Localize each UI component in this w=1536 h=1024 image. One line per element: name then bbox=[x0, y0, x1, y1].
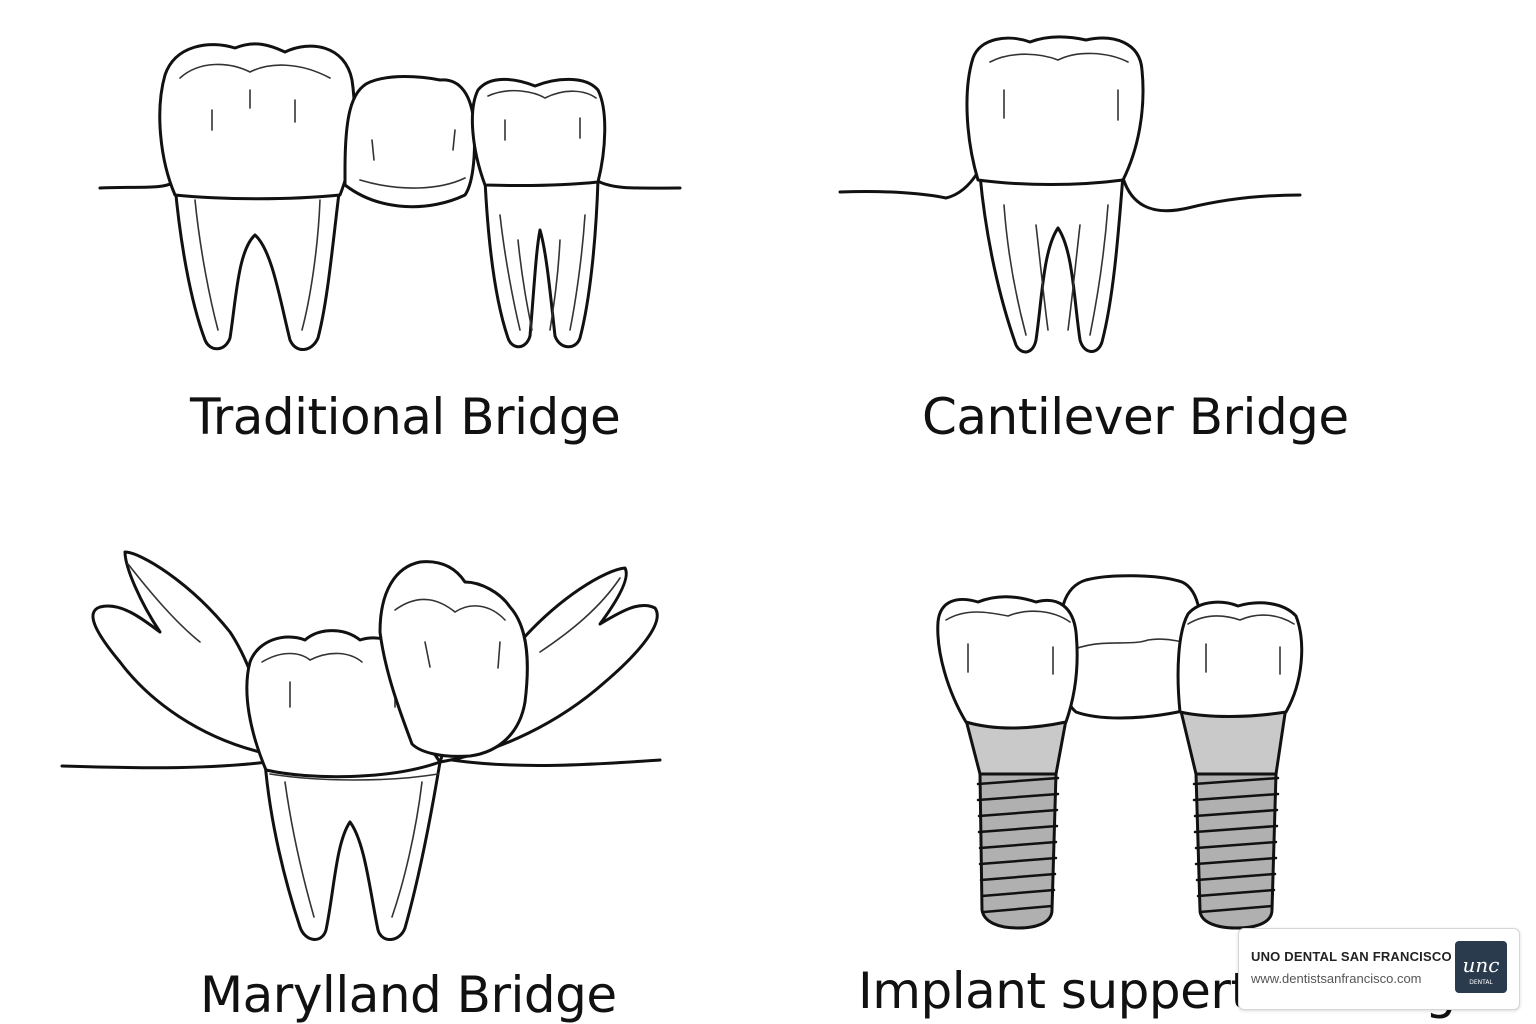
watermark-url[interactable]: www.dentistsanfrancisco.com bbox=[1251, 971, 1422, 986]
svg-text:unc: unc bbox=[1463, 953, 1500, 977]
svg-text:DENTAL: DENTAL bbox=[1469, 979, 1493, 986]
maryland-bridge-caption: Marylland Bridge bbox=[200, 966, 617, 1024]
watermark-clinic-name: UNO DENTAL SAN FRANCISCO bbox=[1251, 949, 1452, 964]
traditional-bridge-illustration bbox=[98, 42, 682, 351]
panel-cantilever-bridge: Cantilever Bridge bbox=[768, 0, 1536, 470]
watermark-badge[interactable]: UNO DENTAL SAN FRANCISCO www.dentistsanf… bbox=[1238, 928, 1520, 1010]
cantilever-bridge-illustration bbox=[838, 35, 1302, 354]
clinic-logo-icon: unc DENTAL bbox=[1455, 941, 1507, 993]
panel-traditional-bridge: Traditional Bridge bbox=[0, 0, 768, 470]
traditional-bridge-caption: Traditional Bridge bbox=[190, 388, 621, 446]
implant-bridge-illustration bbox=[936, 574, 1304, 930]
maryland-bridge-illustration bbox=[60, 550, 662, 941]
cantilever-bridge-caption: Cantilever Bridge bbox=[922, 388, 1349, 446]
panel-maryland-bridge: Marylland Bridge bbox=[0, 512, 768, 1024]
